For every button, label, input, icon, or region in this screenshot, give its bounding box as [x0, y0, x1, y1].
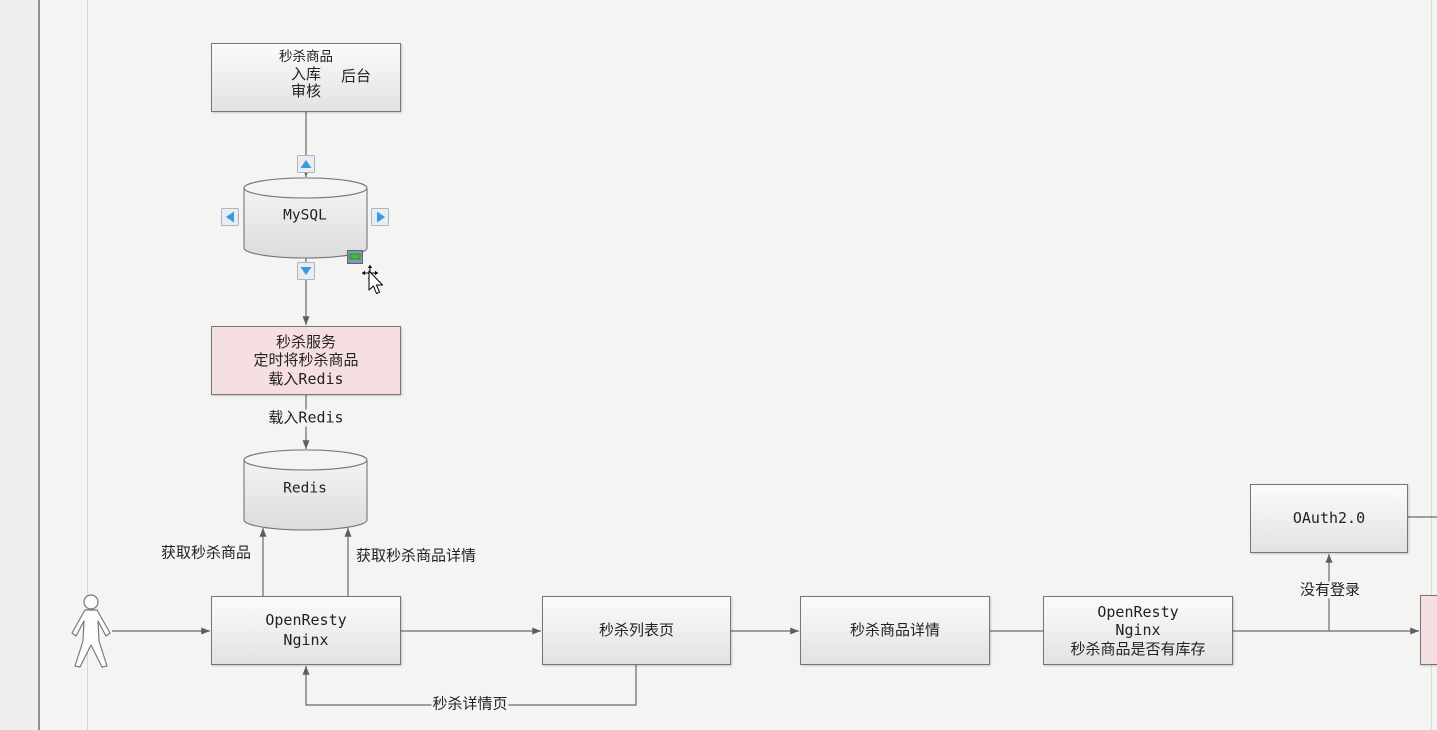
audit-line-title: 秒杀商品 [279, 49, 333, 65]
arrow-left-icon [226, 211, 234, 223]
oauth-label: OAuth2.0 [1292, 509, 1366, 528]
connect-handle-up[interactable] [297, 155, 315, 173]
audit-side-label: 后台 [341, 67, 372, 85]
shape-openresty-entry[interactable]: OpenResty Nginx [211, 596, 401, 665]
page-right-edge [1431, 0, 1432, 730]
shape-openresty-stock[interactable]: OpenResty Nginx 秒杀商品是否有库存 [1043, 596, 1233, 665]
shape-seckill-service[interactable]: 秒杀服务 定时将秒杀商品 载入Redis [211, 326, 401, 395]
arrow-down-icon [300, 267, 312, 275]
edge-label-not-logged-in: 没有登录 [1298, 580, 1362, 599]
connect-handle-left[interactable] [221, 208, 239, 226]
edge-label-get-item-detail: 获取秒杀商品详情 [354, 546, 478, 565]
entry-line-nginx: Nginx [283, 630, 329, 649]
gutter-border [38, 0, 40, 730]
stock-line-nginx: Nginx [1115, 621, 1161, 640]
audit-text: 秒杀商品 入库 审核 [279, 49, 333, 106]
stock-line-openresty: OpenResty [1097, 602, 1179, 621]
left-gutter [0, 0, 38, 730]
edge-label-load-redis: 载入Redis [267, 408, 345, 427]
connect-handle-down[interactable] [297, 262, 315, 280]
edge-label-detail-page-loop: 秒杀详情页 [431, 694, 509, 713]
audit-line-stock-in: 入库 [290, 65, 321, 83]
connect-handle-right[interactable] [371, 208, 389, 226]
detail-page-label: 秒杀商品详情 [849, 621, 940, 640]
arrow-up-icon [300, 160, 312, 168]
mysql-label: MySQL [283, 207, 327, 224]
shape-audit-box[interactable]: 秒杀商品 入库 审核 后台 [211, 43, 401, 112]
move-cursor-icon [362, 265, 383, 294]
shape-oauth[interactable]: OAuth2.0 [1250, 484, 1408, 553]
list-page-label: 秒杀列表页 [598, 621, 674, 640]
page-margin-line [87, 0, 88, 730]
shape-next-offscreen[interactable] [1420, 595, 1437, 665]
entry-line-openresty: OpenResty [265, 611, 347, 629]
service-line-title: 秒杀服务 [275, 332, 336, 351]
audit-line-review: 审核 [290, 82, 321, 100]
service-line-desc: 定时将秒杀商品 [253, 351, 359, 370]
shape-list-page[interactable]: 秒杀列表页 [542, 596, 731, 665]
stock-line-check: 秒杀商品是否有库存 [1070, 639, 1206, 658]
edge-label-get-items: 获取秒杀商品 [159, 543, 253, 562]
arrow-right-icon [377, 211, 385, 223]
resize-handle-icon[interactable] [347, 250, 363, 264]
person-icon[interactable] [71, 594, 111, 668]
redis-label: Redis [283, 480, 327, 497]
shape-redis-db[interactable] [243, 449, 368, 531]
shape-detail-page[interactable]: 秒杀商品详情 [800, 596, 990, 665]
shape-mysql-db[interactable] [243, 177, 368, 259]
service-line-redis: 载入Redis [268, 369, 344, 388]
